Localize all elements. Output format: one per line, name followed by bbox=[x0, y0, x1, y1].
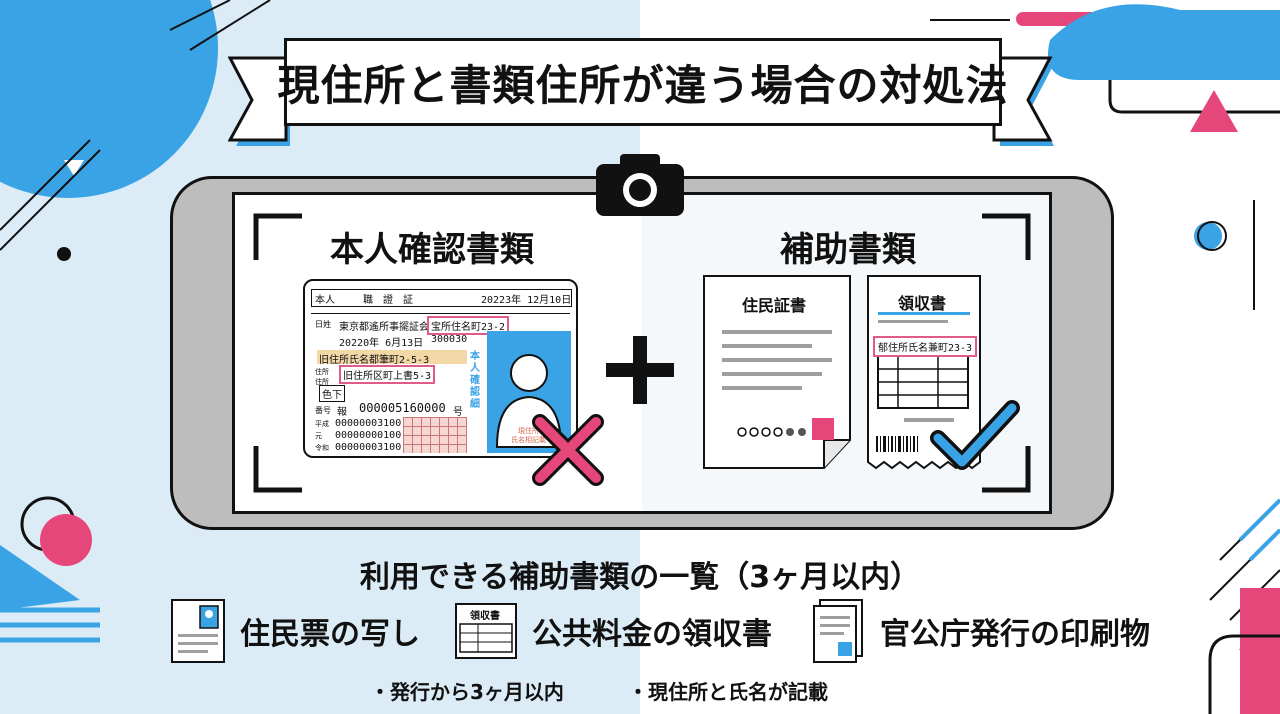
id-card-old-address-highlight: 旧住所区町上書5-3 bbox=[338, 365, 436, 384]
list-item-resident-copy: 住民票の写し bbox=[170, 598, 420, 664]
banner-ribbon-left bbox=[228, 56, 290, 146]
id-card-vertical-label: 本人確認細 bbox=[470, 351, 480, 410]
section-title-id-docs: 本人確認書類 bbox=[330, 230, 534, 270]
id-card-row-label: 元 bbox=[315, 432, 322, 440]
note-issued-within: ・発行から3ヶ月以内 bbox=[370, 680, 564, 704]
id-card-row-value: 00000003100 bbox=[335, 442, 402, 453]
id-card-photo-caption: 現住所 氏名相記載 bbox=[511, 427, 546, 444]
receipt-icon-text: 領収書 bbox=[470, 611, 500, 622]
id-card-label-name: 日姓 bbox=[315, 320, 331, 329]
id-card-address-highlight: 宝所住名町23-2 bbox=[426, 316, 510, 335]
id-card-code: 300030 bbox=[431, 334, 468, 345]
title-banner: 現住所と書類住所が違う場合の対処法 bbox=[278, 38, 1008, 126]
receipt-doc bbox=[867, 275, 981, 470]
resident-certificate-doc bbox=[703, 275, 851, 469]
printed-document-icon bbox=[813, 599, 863, 663]
section-title-supporting-docs: 補助書類 bbox=[780, 230, 916, 270]
id-card-address-main: 東京都遙所事擺証会 bbox=[339, 322, 429, 333]
plus-icon bbox=[606, 336, 674, 404]
id-card-number-suffix: 号 bbox=[453, 407, 463, 418]
list-item-label: 住民票の写し bbox=[240, 617, 420, 652]
id-card-date-line: 20220年 6月13日 bbox=[339, 338, 424, 349]
id-card-label-address: 住所 住所 bbox=[315, 368, 329, 386]
cross-mark-icon bbox=[532, 414, 604, 486]
id-card-row-value: 00000003100 bbox=[335, 418, 402, 429]
camera-icon bbox=[596, 154, 684, 216]
scan-brackets bbox=[253, 213, 1031, 493]
list-item-label: 公共料金の領収書 bbox=[532, 617, 772, 652]
id-card-number: 000005160000 bbox=[359, 401, 446, 415]
id-card: 本人 職 證 証 20223年 12月10日 日姓 東京都遙所事擺証会 宝所住名… bbox=[303, 279, 578, 458]
receipt-icon: 領収書 bbox=[454, 602, 518, 660]
id-card-badge: 色下 bbox=[319, 385, 345, 402]
list-item-label: 官公庁発行の印刷物 bbox=[880, 617, 1150, 652]
id-card-header-date: 20223年 12月10日 bbox=[481, 295, 572, 306]
id-card-row-label: 平成 bbox=[315, 420, 329, 428]
list-title: 利用できる補助書類の一覧（3ヶ月以内） bbox=[359, 560, 921, 595]
id-card-header-center: 職 證 証 bbox=[363, 295, 413, 306]
id-card-row-label: 令和 bbox=[315, 444, 329, 452]
receipt-address-highlight: 郁住所氏名兼町23-3 bbox=[873, 336, 978, 357]
id-card-label-number: 番号 bbox=[315, 406, 331, 415]
id-card-row-value: 00000000100 bbox=[335, 430, 402, 441]
id-card-old-address: 旧住所氏名都筆町2-5-3 bbox=[319, 355, 430, 366]
banner-ribbon-right bbox=[992, 56, 1054, 146]
list-item-government-print: 官公庁発行の印刷物 bbox=[810, 598, 1150, 664]
id-card-header-left: 本人 bbox=[315, 295, 335, 306]
resident-card-icon bbox=[171, 599, 225, 663]
page-title: 現住所と書類住所が違う場合の対処法 bbox=[277, 60, 1009, 110]
receipt-title: 領収書 bbox=[898, 294, 947, 313]
id-card-number-prefix: 報 bbox=[337, 407, 347, 418]
note-address-and-name: ・現住所と氏名が記載 bbox=[628, 680, 828, 704]
check-mark-icon bbox=[930, 400, 1020, 470]
list-item-utility-receipt: 領収書 公共料金の領収書 bbox=[454, 602, 772, 660]
resident-certificate-title: 住民証書 bbox=[742, 296, 807, 315]
id-card-grid bbox=[403, 417, 467, 453]
id-card-old-address-bar bbox=[317, 350, 467, 364]
